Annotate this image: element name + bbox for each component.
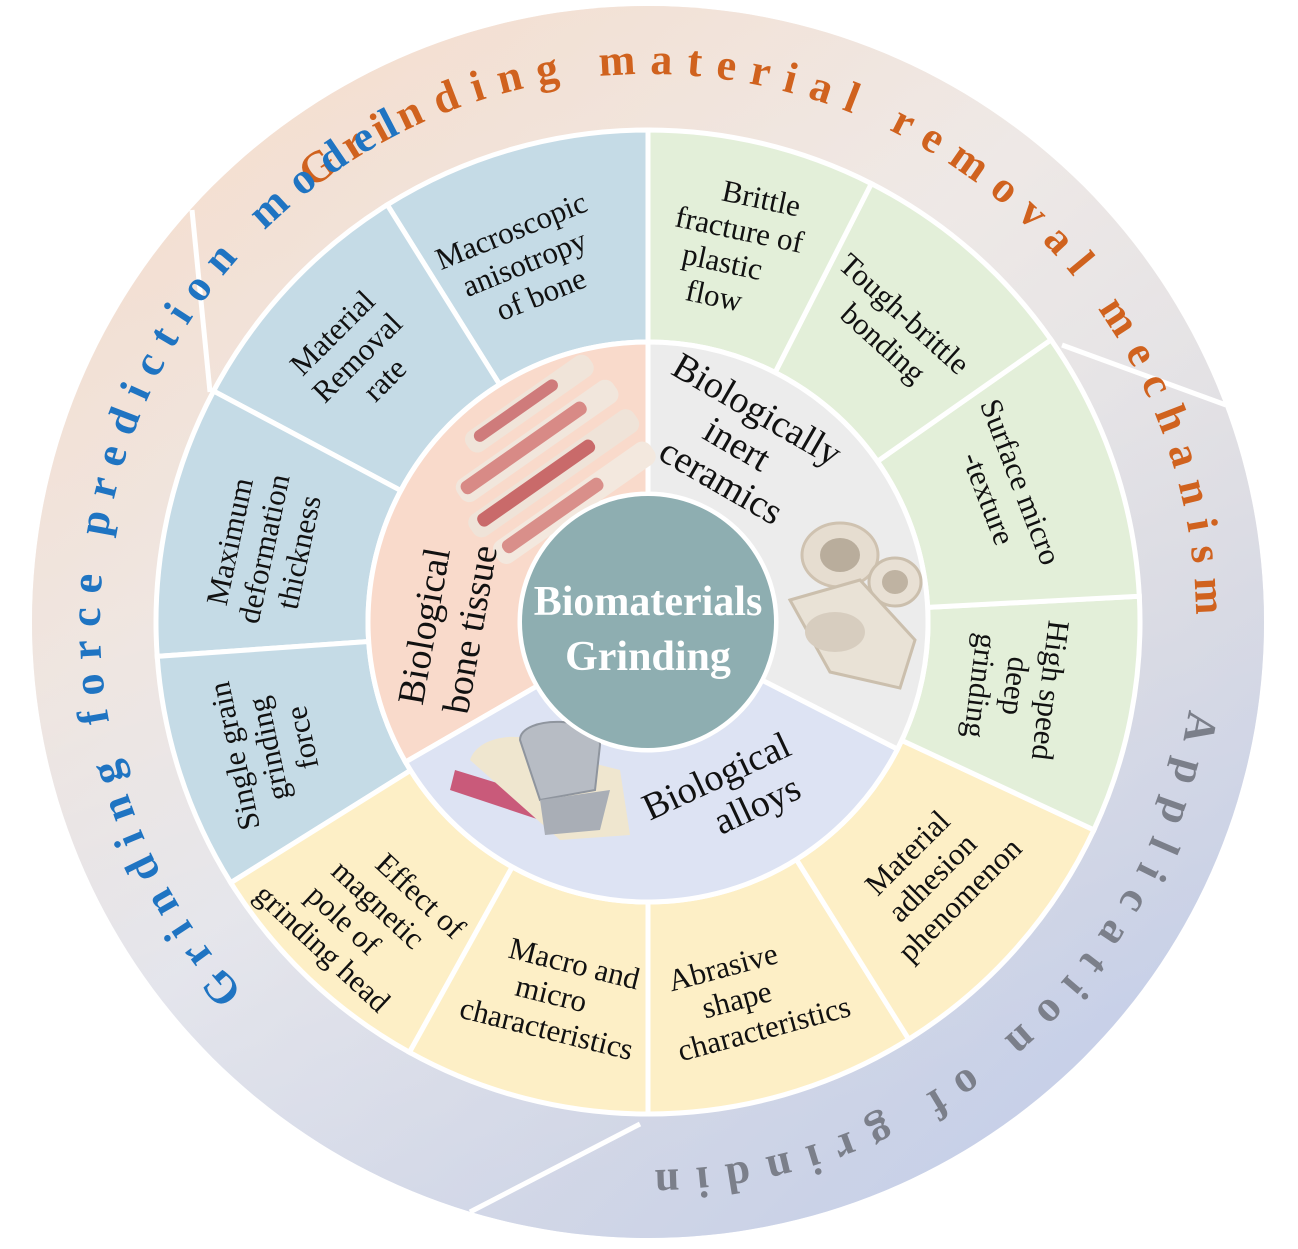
outer-ring-dividers (189, 209, 1227, 1215)
bone-slices-image (455, 354, 656, 564)
center-circle (518, 492, 778, 752)
center-title-line2: Grinding (565, 634, 731, 680)
segment-brittle-fracture: Brittle fracture of plastic flow (658, 164, 822, 330)
middle-ring (153, 127, 1143, 1117)
ceramic-rings-image (787, 521, 923, 690)
center-title-line1: Biomaterials (534, 579, 763, 625)
knee-implant-image (450, 720, 630, 840)
